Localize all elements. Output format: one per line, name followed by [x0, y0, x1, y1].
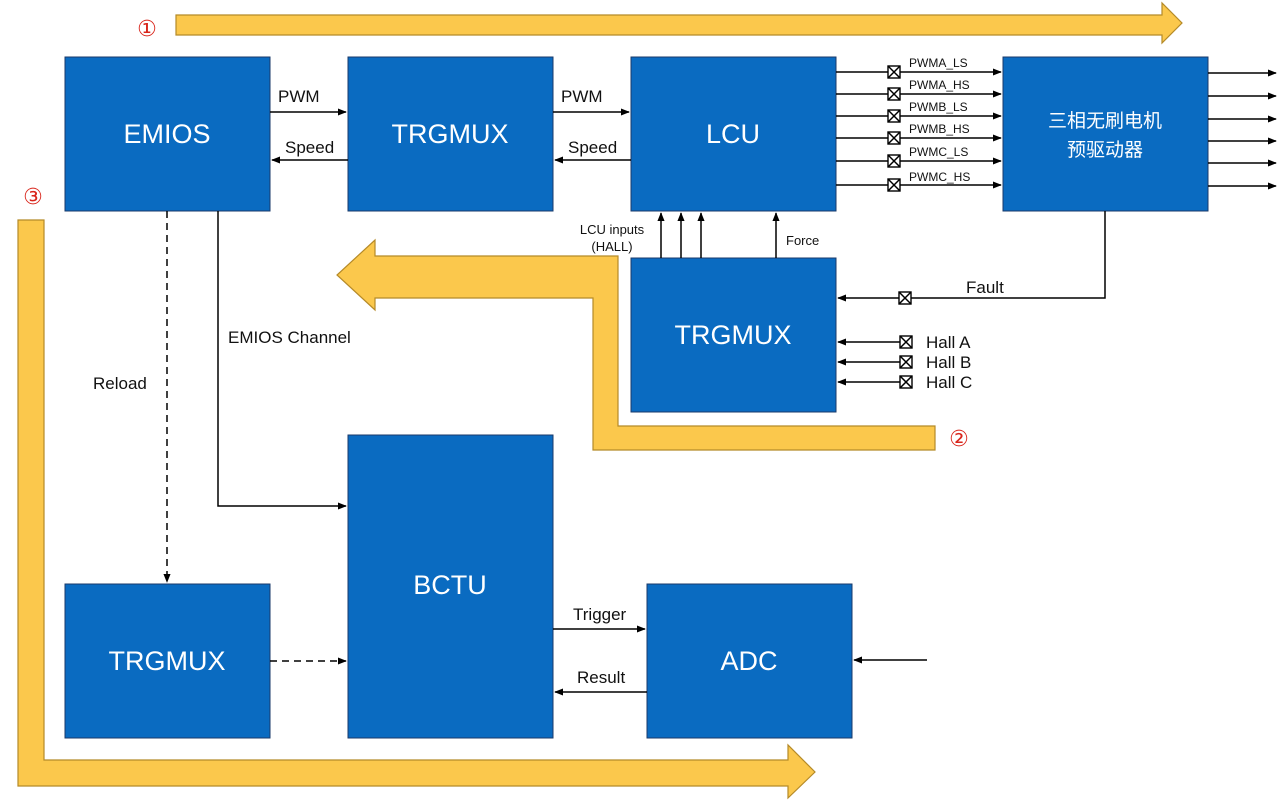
pwm-label-2: PWM	[561, 87, 603, 106]
trigger-label: Trigger	[573, 605, 627, 624]
bctu-label: BCTU	[413, 570, 487, 600]
pwm-signal-label: PWMA_HS	[909, 78, 970, 92]
hall-b-label: Hall B	[926, 353, 971, 372]
pwm-signal-label: PWMB_HS	[909, 122, 970, 136]
svg-text:③: ③	[23, 185, 43, 210]
result-label: Result	[577, 668, 625, 687]
speed-label-2: Speed	[568, 138, 617, 157]
reload-label: Reload	[93, 374, 147, 393]
hall-a-label: Hall A	[926, 333, 971, 352]
adc-label: ADC	[720, 646, 777, 676]
emios-block: EMIOS	[64, 56, 271, 212]
flow-marker-2: ②	[949, 427, 969, 452]
flow-arrow-3	[17, 219, 816, 800]
svg-text:②: ②	[949, 427, 969, 452]
trgmux-mid-label: TRGMUX	[675, 320, 792, 350]
lcu-inputs-label-line1: LCU inputs	[580, 222, 645, 237]
bctu-block: BCTU	[347, 434, 554, 739]
pwm-signal-label: PWMC_LS	[909, 145, 968, 159]
fault-arrow	[837, 211, 1106, 302]
lcu-inputs-arrows	[657, 212, 705, 258]
pwm-label-1: PWM	[278, 87, 320, 106]
flow-marker-1: ①	[137, 17, 157, 42]
speed-label-1: Speed	[285, 138, 334, 157]
trgmux-bottom-label: TRGMUX	[109, 646, 226, 676]
driver-label-line2: 预驱动器	[1067, 139, 1143, 161]
svg-text:①: ①	[137, 17, 157, 42]
hall-inputs: Hall A Hall B Hall C	[837, 333, 972, 392]
lcu-inputs-label-line2: (HALL)	[591, 239, 632, 254]
emios-channel-label: EMIOS Channel	[228, 328, 351, 347]
pwm-signal-label: PWMB_LS	[909, 100, 968, 114]
flow-arrow-1	[175, 1, 1183, 45]
trgmux-top-block: TRGMUX	[347, 56, 554, 212]
trgmux-mid-block: TRGMUX	[630, 257, 837, 413]
emios-label: EMIOS	[123, 119, 210, 149]
pwm-bus: PWMA_LS PWMA_HS PWMB_LS PWMB_HS PWMC_LS …	[836, 56, 1002, 192]
pwm-signal-label: PWMC_HS	[909, 170, 970, 184]
trgmux-top-label: TRGMUX	[392, 119, 509, 149]
flow-arrow-2	[336, 238, 936, 451]
lcu-block: LCU	[630, 56, 837, 212]
lcu-label: LCU	[706, 119, 760, 149]
driver-label-line1: 三相无刷电机	[1048, 110, 1162, 132]
pwm-signal-label: PWMA_LS	[909, 56, 968, 70]
flow-marker-3: ③	[23, 185, 43, 210]
trgmux-bottom-block: TRGMUX	[64, 583, 271, 739]
force-label: Force	[786, 233, 819, 248]
emios-channel-arrow	[217, 211, 347, 510]
hall-c-label: Hall C	[926, 373, 972, 392]
adc-block: ADC	[646, 583, 853, 739]
driver-outputs	[1208, 69, 1277, 190]
fault-label: Fault	[966, 278, 1004, 297]
driver-block: 三相无刷电机 预驱动器	[1002, 56, 1209, 212]
